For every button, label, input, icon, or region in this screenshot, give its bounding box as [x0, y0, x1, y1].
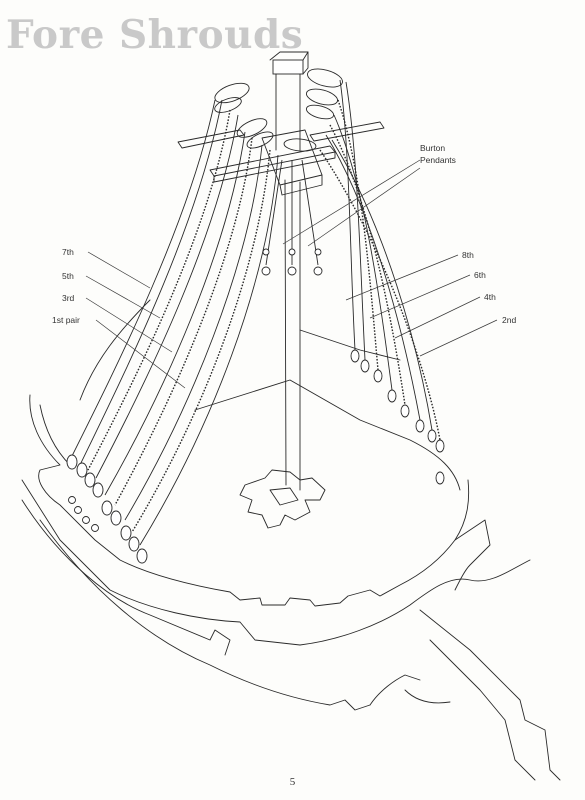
label-7th: 7th [62, 247, 74, 257]
label-6th: 6th [474, 270, 486, 280]
burton-pendants [261, 159, 323, 276]
mast-step [239, 469, 326, 529]
page-title: Fore Shrouds [6, 12, 304, 58]
port-shrouds [66, 99, 279, 564]
label-1st-pair: 1st pair [52, 315, 80, 325]
page-number: 5 [289, 776, 296, 788]
label-5th: 5th [62, 271, 74, 281]
callout-labels: Burton Pendants 7th 5th 3rd 1st pair 8th… [52, 143, 516, 325]
deck-outline [21, 299, 561, 781]
crosstrees [177, 121, 385, 196]
label-2nd: 2nd [502, 315, 516, 325]
leader-lines [85, 159, 498, 389]
label-burton: Burton [420, 143, 445, 153]
label-pendants: Pendants [420, 155, 456, 165]
shroud-eyes [214, 68, 343, 152]
starboard-shrouds [319, 79, 445, 485]
label-4th: 4th [484, 292, 496, 302]
label-8th: 8th [462, 250, 474, 260]
label-3rd: 3rd [62, 293, 75, 303]
